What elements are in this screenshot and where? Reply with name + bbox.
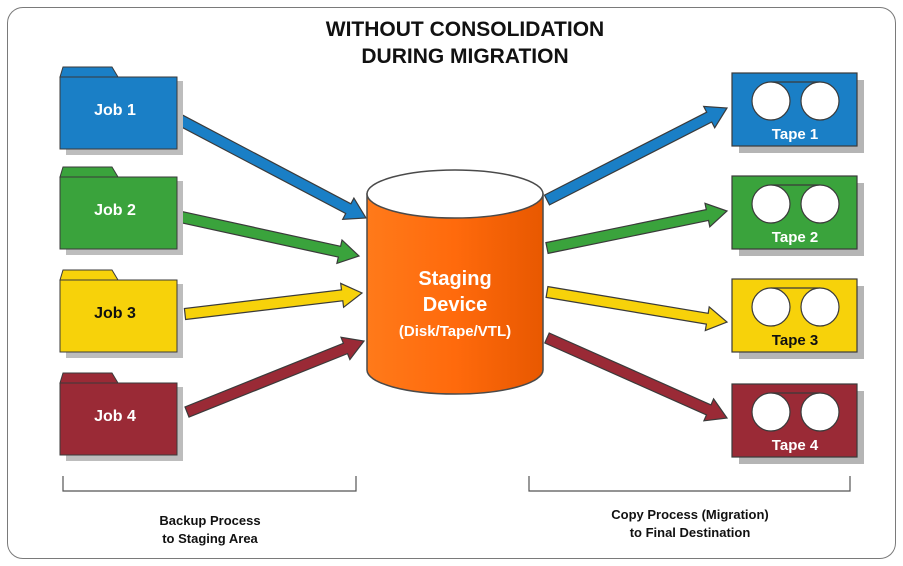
arrow-staging-to-tape-1 [543, 105, 729, 206]
arrow-job-1-to-staging [176, 114, 368, 220]
job-folders: Job 1 Job 2 Job 3 Job 4 [59, 66, 183, 461]
diagram-title-line-1: WITHOUT CONSOLIDATION [325, 18, 605, 41]
tape-reel-left-icon [751, 287, 791, 327]
arrow-staging-to-tape-2 [545, 202, 729, 255]
tape-cartridge-3: Tape 3 [731, 278, 864, 359]
arrows-layer [176, 105, 729, 422]
copy-caption-line-2: to Final Destination [629, 525, 751, 540]
tape-label-3: Tape 3 [772, 332, 818, 349]
staging-device-label-line-1: Staging [418, 268, 491, 290]
job-folder-4: Job 4 [59, 372, 183, 461]
tape-reel-right-icon [800, 81, 840, 121]
tape-reel-right-icon [800, 392, 840, 432]
job-label-4: Job 4 [94, 408, 136, 425]
job-label-2: Job 2 [94, 202, 136, 219]
copy-caption-line-1: Copy Process (Migration) [611, 507, 769, 522]
job-folder-1: Job 1 [59, 66, 183, 155]
backup-caption-line-2: to Staging Area [162, 531, 258, 546]
job-label-1: Job 1 [94, 102, 136, 119]
backup-caption-line-1: Backup Process [159, 513, 261, 528]
job-folder-3: Job 3 [59, 269, 183, 358]
tape-label-2: Tape 2 [772, 229, 818, 246]
tape-label-1: Tape 1 [772, 126, 818, 143]
tape-reel-left-icon [751, 184, 791, 224]
arrow-staging-to-tape-3 [545, 285, 729, 332]
tape-reel-right-icon [800, 287, 840, 327]
staging-device-cylinder: Staging Device (Disk/Tape/VTL) [366, 169, 544, 395]
backup-process-bracket [62, 476, 357, 492]
arrow-job-2-to-staging [179, 210, 361, 265]
job-label-3: Job 3 [94, 305, 136, 322]
staging-device-label-line-3: (Disk/Tape/VTL) [399, 323, 511, 340]
arrow-job-3-to-staging [183, 282, 364, 321]
diagram-title-line-2: DURING MIGRATION [361, 45, 569, 68]
tape-cartridges: Tape 1 Tape 2 Tape 3 Tape 4 [731, 72, 864, 464]
copy-process-bracket [528, 476, 851, 492]
tape-cartridge-4: Tape 4 [731, 383, 864, 464]
tape-reel-right-icon [800, 184, 840, 224]
tape-cartridge-2: Tape 2 [731, 175, 864, 256]
tape-reel-left-icon [751, 392, 791, 432]
arrow-job-4-to-staging [184, 336, 366, 418]
tape-cartridge-1: Tape 1 [731, 72, 864, 153]
staging-device-label-line-2: Device [423, 294, 488, 316]
arrow-staging-to-tape-4 [544, 332, 729, 422]
job-folder-2: Job 2 [59, 166, 183, 255]
tape-label-4: Tape 4 [772, 437, 819, 454]
tape-reel-left-icon [751, 81, 791, 121]
